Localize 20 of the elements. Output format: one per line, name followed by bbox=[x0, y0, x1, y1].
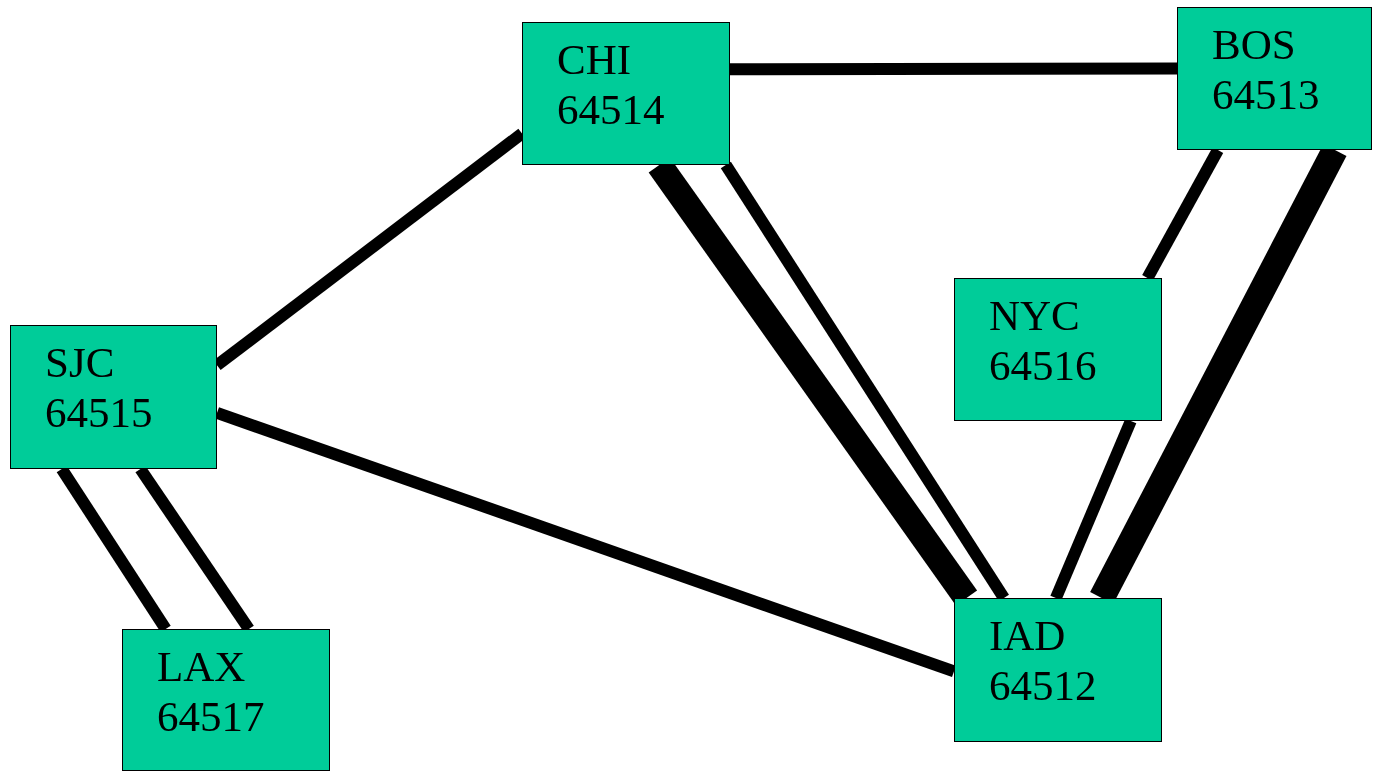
as-number: 64512 bbox=[989, 661, 1098, 711]
as-number: 64513 bbox=[1212, 70, 1321, 120]
link-line bbox=[215, 407, 956, 678]
site-code: LAX bbox=[157, 642, 247, 692]
link-line bbox=[730, 62, 1177, 76]
site-code: NYC bbox=[989, 291, 1081, 341]
site-code: IAD bbox=[989, 611, 1067, 661]
site-box bbox=[10, 325, 217, 469]
site-box bbox=[954, 598, 1162, 742]
site-box bbox=[522, 22, 730, 165]
site-code: BOS bbox=[1212, 20, 1297, 70]
as-number: 64517 bbox=[157, 692, 266, 742]
as-number: 64514 bbox=[557, 85, 666, 135]
as-number: 64516 bbox=[989, 341, 1098, 391]
site-box bbox=[1177, 7, 1372, 150]
site-code: SJC bbox=[45, 338, 116, 388]
site-code: CHI bbox=[557, 35, 633, 85]
as-number: 64515 bbox=[45, 388, 154, 438]
site-box bbox=[122, 629, 330, 771]
site-box bbox=[954, 278, 1162, 421]
